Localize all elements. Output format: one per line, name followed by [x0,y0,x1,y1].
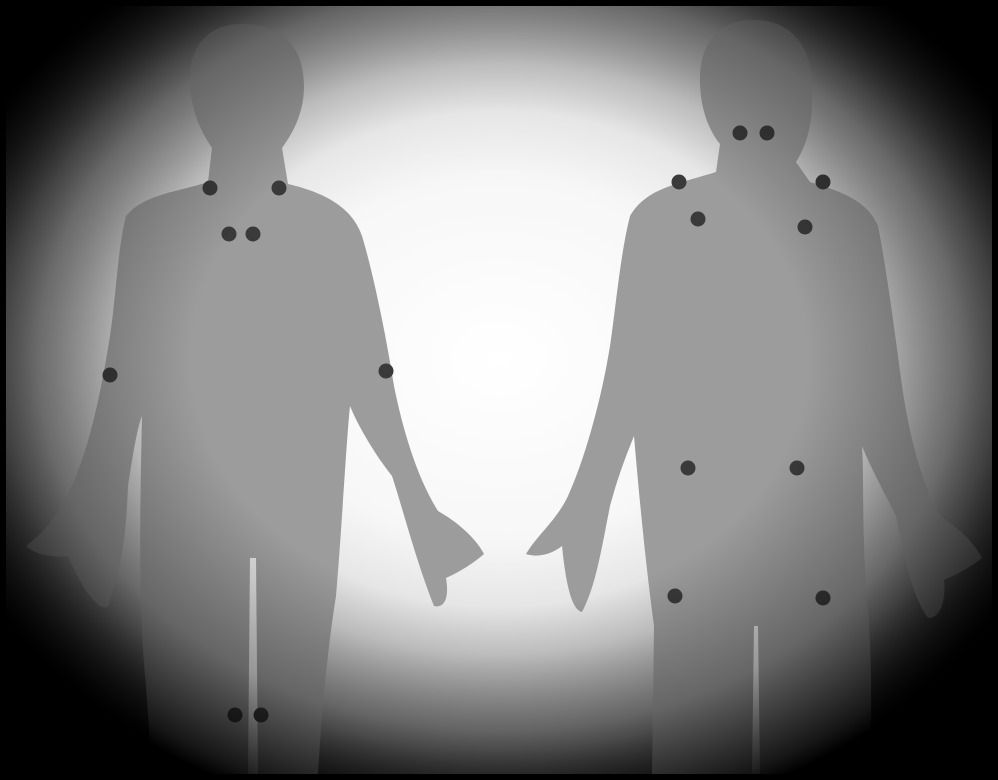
back-point-left-occiput [733,126,748,141]
back-point-right-occiput [760,126,775,141]
front-point-left-lower-neck [203,181,218,196]
back-point-right-gluteal [790,461,805,476]
front-point-left-elbow [103,368,118,383]
front-point-left-knee [228,708,243,723]
front-point-right-second-rib [246,227,261,242]
back-view-figure [526,20,982,774]
front-point-right-lower-neck [272,181,287,196]
back-point-left-trapezius [672,175,687,190]
back-point-right-trapezius [816,175,831,190]
back-point-right-supraspinatus [798,220,813,235]
front-point-right-knee [254,708,269,723]
diagram-canvas [6,6,992,774]
body-diagram-svg [6,6,992,774]
back-point-left-greater-trochanter [668,589,683,604]
front-point-left-second-rib [222,227,237,242]
front-view-figure [26,24,484,774]
back-point-left-gluteal [681,461,696,476]
front-point-right-elbow [379,364,394,379]
back-point-left-supraspinatus [691,212,706,227]
back-point-right-greater-trochanter [816,591,831,606]
